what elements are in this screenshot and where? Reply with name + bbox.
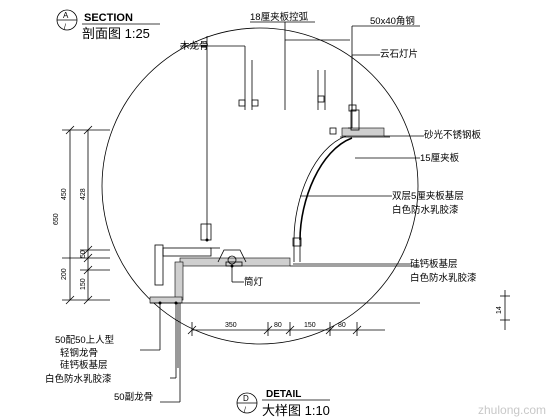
watermark-text: zhulong.com (478, 403, 546, 417)
label-calcium-board-l1: 硅钙板基层 (60, 359, 108, 371)
detail-marker-letter: D (243, 394, 249, 403)
label-sub-keel: 50副龙骨 (114, 391, 153, 403)
dim-350: 350 (225, 322, 237, 329)
lower-ceiling (149, 244, 420, 304)
label-steel-plate: 砂光不锈钢板 (424, 129, 482, 141)
annotations: 18厘夹板控弧 木龙骨 50x40角钢 云石灯片 砂光不锈钢板 15厘夹板 双层… (45, 11, 482, 403)
label-plywood-arc: 18厘夹板控弧 (250, 11, 309, 23)
label-calcium-board-r1: 硅钙板基层 (410, 258, 458, 270)
dim-650: 650 (53, 213, 60, 225)
detail-marker-sheet: / (244, 407, 246, 414)
detail-title-cn: 大样图 1:10 (262, 403, 330, 418)
label-double-plywood-2: 白色防水乳胶漆 (392, 204, 459, 216)
label-marble-light: 云石灯片 (380, 48, 418, 60)
dim-200: 200 (61, 268, 68, 280)
dim-80b: 80 (338, 322, 346, 329)
dim-428: 428 (80, 188, 87, 200)
label-keel-50-2: 轻钢龙骨 (60, 347, 98, 359)
label-plywood-15: 15厘夹板 (420, 152, 460, 164)
section-marker-sheet: / (64, 24, 66, 31)
dim-80a: 80 (274, 322, 282, 329)
hanging-rods (200, 36, 357, 247)
dim-450: 450 (61, 188, 68, 200)
leader-lines (140, 39, 424, 379)
dim-14: 14 (496, 306, 503, 314)
label-double-plywood-1: 双层5厘夹板基层 (392, 190, 464, 202)
horizontal-dimensions: 350 80 150 80 14 (187, 290, 510, 336)
label-downlight: 筒灯 (244, 276, 264, 288)
detail-circle (101, 27, 419, 345)
section-marker-letter: A (63, 11, 69, 20)
section-title-en: SECTION (84, 12, 133, 24)
dim-50: 50 (80, 250, 87, 258)
label-calcium-board-r2: 白色防水乳胶漆 (410, 272, 477, 284)
label-wood-keel: 木龙骨 (180, 40, 209, 52)
dim-150: 150 (80, 278, 87, 290)
vertical-dimensions: 650 450 428 50 200 150 (53, 125, 110, 305)
detail-title-block: D / DETAIL 大样图 1:10 (236, 389, 330, 418)
section-title-block: A / SECTION 剖面图 1:25 (56, 9, 160, 41)
section-title-cn: 剖面图 1:25 (82, 26, 150, 41)
detail-title-en: DETAIL (266, 389, 301, 400)
arc-cove (293, 109, 390, 262)
label-calcium-board-l2: 白色防水乳胶漆 (45, 373, 112, 385)
label-keel-50-1: 50配50上人型 (55, 335, 115, 346)
dim-150h: 150 (304, 322, 316, 329)
label-angle-steel: 50x40角钢 (370, 15, 415, 27)
